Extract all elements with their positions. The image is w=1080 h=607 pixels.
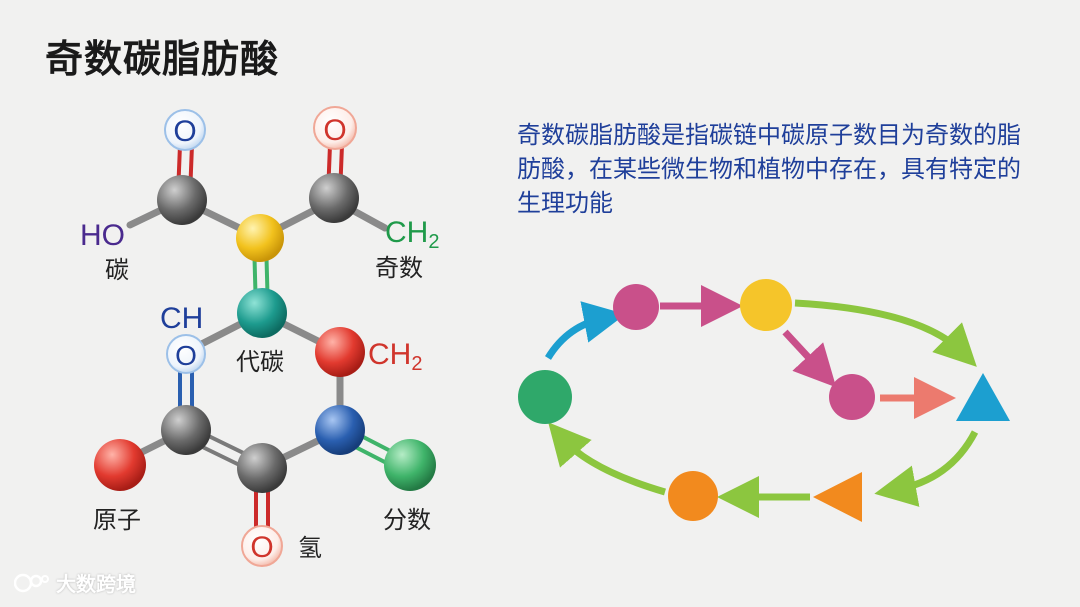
label-o-bottom: O — [250, 531, 273, 564]
cycle-node-orange-triangle — [813, 472, 862, 522]
label-ch2-mid-sub: 2 — [411, 353, 422, 375]
atom-teal — [237, 288, 287, 338]
cycle-node-pink — [613, 284, 659, 330]
caption-qing: 氢 — [298, 534, 322, 562]
label-ch: CH — [160, 302, 203, 335]
arrow-yellow-to-triangle — [794, 299, 977, 367]
description-text: 奇数碳脂肪酸是指碳链中碳原子数目为奇数的脂肪酸，在某些微生物和植物中存在，具有特… — [517, 121, 1021, 217]
arrow-yellow-to-pink2 — [782, 329, 837, 388]
cycle-node-orange — [668, 471, 718, 521]
label-ch2-top-main: CH — [385, 216, 428, 249]
label-ch2-top: CH2 — [385, 216, 439, 253]
watermark-text: 大数跨境 — [56, 572, 136, 596]
caption-jishu: 奇数 — [375, 254, 423, 282]
caption-fenshu: 分数 — [383, 506, 431, 534]
arrow-triangle-to-orange-tri — [874, 430, 979, 507]
cycle-diagram — [518, 279, 1010, 522]
atom-o-top-right — [313, 106, 357, 150]
atom-o-mid — [166, 334, 206, 374]
label-o-top-right: O — [323, 114, 346, 147]
molecule-atoms: O O O O — [94, 106, 436, 567]
label-ch2-mid-main: CH — [368, 338, 411, 371]
watermark: 大数跨境 — [13, 568, 136, 597]
atom-carbon-2 — [309, 173, 359, 223]
caption-tan: 碳 — [105, 256, 129, 284]
atom-green — [384, 439, 436, 491]
label-ch2-mid: CH2 — [368, 338, 422, 375]
caption-daitan: 代碳 — [236, 348, 284, 376]
cycle-node-green — [518, 370, 572, 424]
label-o-top-left: O — [173, 115, 196, 148]
atom-carbon-4 — [237, 443, 287, 493]
cycle-node-cyan-triangle — [956, 373, 1010, 421]
cycle-node-yellow — [740, 279, 792, 331]
label-o-mid: O — [175, 340, 197, 371]
caption-yuanzi: 原子 — [93, 506, 141, 534]
molecule-captions: 碳 奇数 代碳 原子 分数 氢 — [93, 254, 431, 562]
atom-o-top-left — [164, 109, 206, 151]
arrow-orange-to-green — [548, 422, 666, 496]
molecule-labels: HO CH2 CH CH2 — [80, 216, 439, 375]
cycle-node-pink-2 — [829, 374, 875, 420]
atom-red-left — [94, 439, 146, 491]
atom-carbon-3 — [161, 405, 211, 455]
atom-red-mid — [315, 327, 365, 377]
page-title: 奇数碳脂肪酸 — [45, 37, 280, 81]
watermark-logo-icon — [13, 572, 50, 594]
label-ch2-top-sub: 2 — [428, 231, 439, 253]
atom-yellow — [236, 214, 284, 262]
atom-carbon-1 — [157, 175, 207, 225]
arrow-green-to-pink — [545, 301, 626, 360]
atom-o-bottom — [241, 525, 283, 567]
label-ho: HO — [80, 219, 125, 252]
atom-nitrogen — [315, 405, 365, 455]
